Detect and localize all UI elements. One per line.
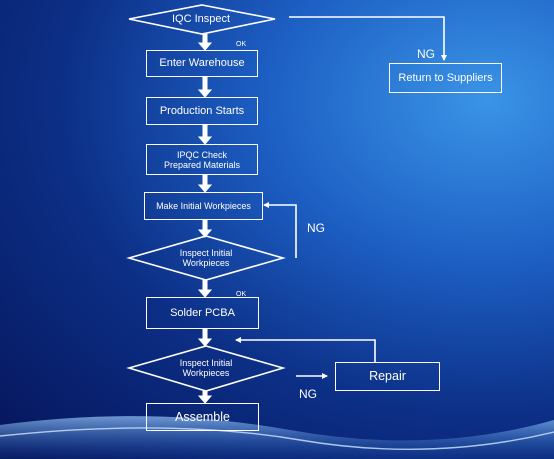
ng-label-repair: NG [299, 387, 317, 401]
return-to-suppliers-box: Return to Suppliers [389, 63, 502, 93]
ng-label-suppliers: NG [417, 47, 435, 61]
inspect-initial-workpieces-label-2: Inspect Initial Workpieces [179, 358, 233, 378]
enter-warehouse-box: Enter Warehouse [146, 50, 258, 77]
ok-label-1: OK [236, 41, 247, 48]
ok-label-2: OK [236, 291, 247, 298]
assemble-box: Assemble [146, 403, 259, 431]
iqc-inspect-diamond [128, 4, 276, 35]
repair-box: Repair [335, 362, 440, 391]
inspect-initial-workpieces-label-1: Inspect Initial Workpieces [179, 248, 233, 268]
ng-label-rework: NG [307, 221, 325, 235]
solder-pcba-box: Solder PCBA [146, 297, 259, 329]
main-flow-arrows [197, 34, 213, 404]
ipqc-check-box: IPQC Check Prepared Materials [146, 144, 258, 175]
production-starts-box: Production Starts [146, 97, 258, 125]
iqc-inspect-label: IQC Inspect [171, 13, 231, 25]
make-initial-workpieces-box: Make Initial Workpieces [144, 192, 263, 220]
ng-branch-lines [235, 16, 447, 379]
